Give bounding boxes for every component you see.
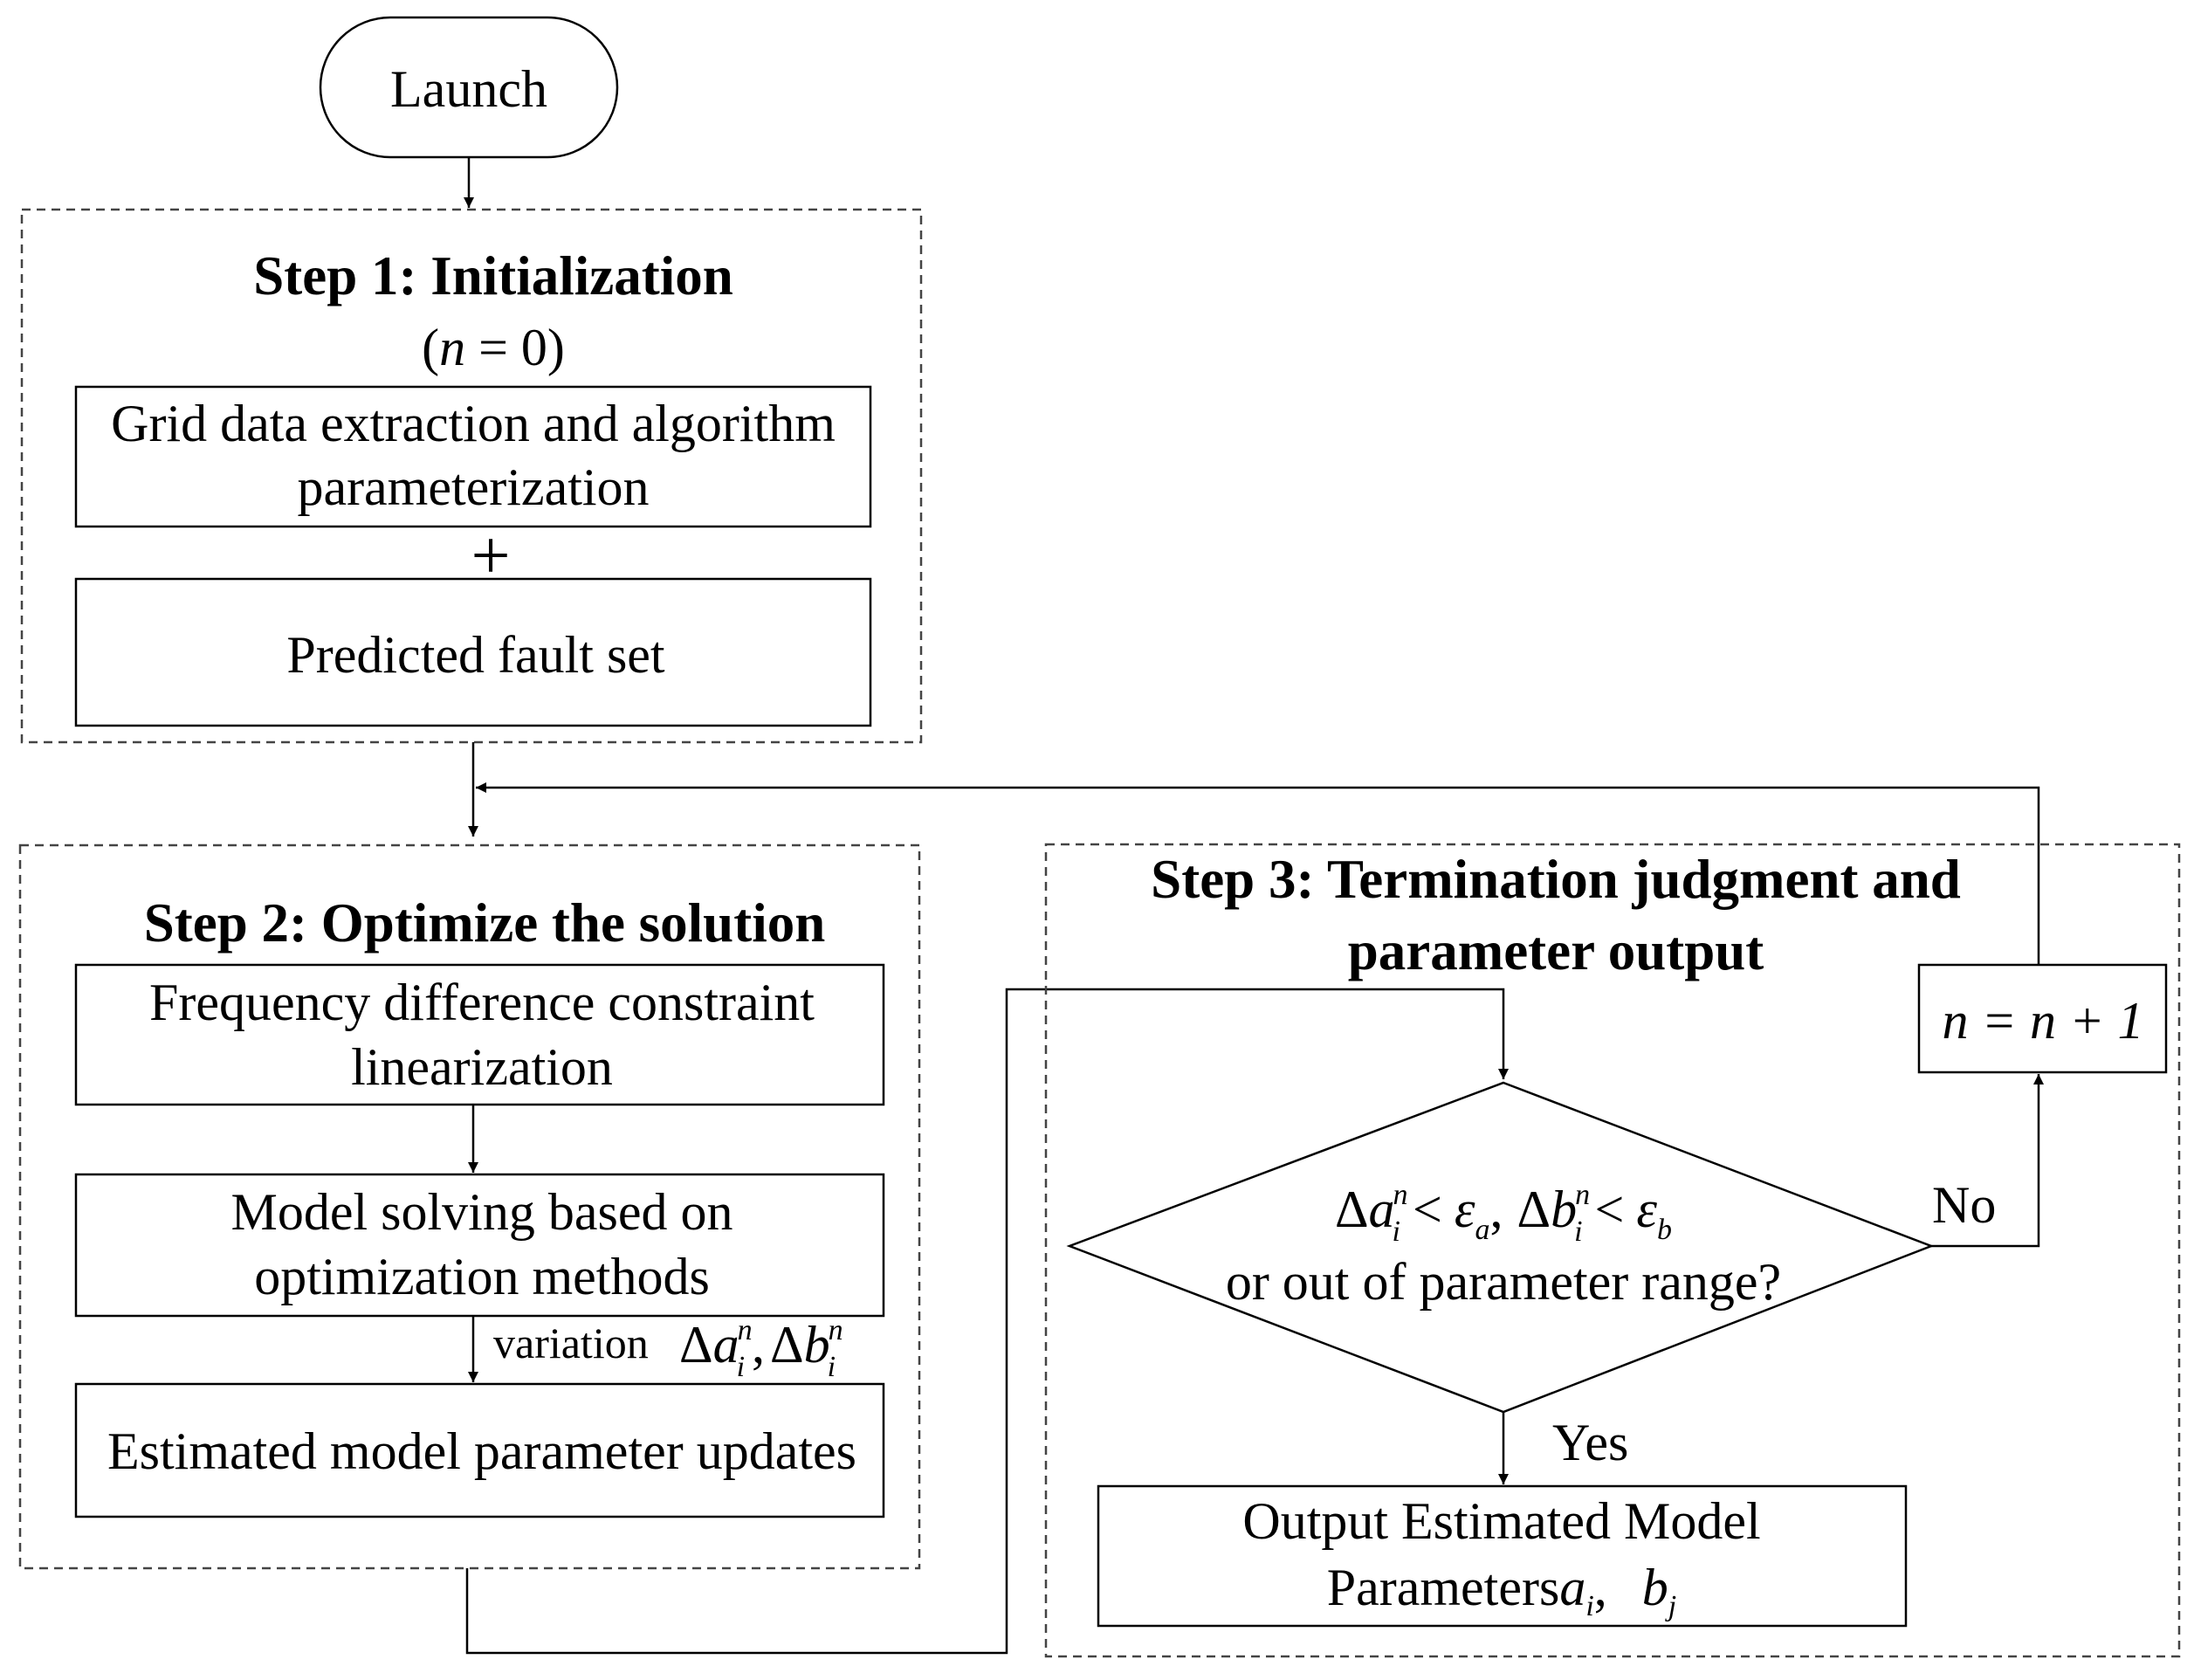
- step3-title-line1: Step 3: Termination judgment and: [1151, 849, 1961, 910]
- step1-grid-data-line2: parameterization: [297, 458, 649, 516]
- step1-fault-set-box: [74, 577, 872, 727]
- step2-model-solving-line1: Model solving based on: [231, 1183, 733, 1241]
- increment-label: n = n + 1: [1943, 992, 2144, 1050]
- decision-line2: or out of parameter range?: [1226, 1253, 1781, 1311]
- step2-linearization-box: [74, 963, 885, 1106]
- output-line2: Parametersai,bj: [1327, 1559, 1676, 1622]
- output-line1: Output Estimated Model: [1242, 1492, 1760, 1550]
- step2-updates-box: [74, 1382, 885, 1518]
- step3-title-line2: parameter output: [1348, 920, 1764, 981]
- increment-box: [1917, 963, 2168, 1074]
- step2-linearization-line2: linearization: [351, 1038, 613, 1096]
- step1-init-condition: (n = 0): [422, 319, 565, 376]
- variation-label: variation: [493, 1319, 649, 1367]
- output-box: [1097, 1484, 1908, 1628]
- step3-group: [1044, 843, 2181, 1658]
- step1-grid-data-line1: Grid data extraction and algorithm: [111, 395, 836, 452]
- step1-fault-set-label: Predicted fault set: [286, 626, 665, 684]
- arrow-loop-back: [476, 782, 2040, 965]
- step2-model-solving-line2: optimization methods: [254, 1248, 710, 1305]
- arrow-no-to-increment: [1931, 1074, 2044, 1248]
- step2-title: Step 2: Optimize the solution: [144, 892, 826, 954]
- start-label: Launch: [390, 60, 547, 118]
- connector-step2-to-decision: [465, 988, 1509, 1655]
- step2-group: [18, 843, 921, 1570]
- step2-linearization-line1: Frequency difference constraint: [149, 974, 815, 1031]
- step1-grid-data-box: [74, 385, 872, 528]
- step1-group: [20, 208, 923, 744]
- no-label: No: [1932, 1176, 1996, 1234]
- step1-title: Step 1: Initialization: [253, 245, 733, 306]
- termination-decision: [1066, 1081, 1935, 1414]
- step2-model-solving-box: [74, 1173, 885, 1318]
- step2-updates-label: Estimated model parameter updates: [107, 1422, 856, 1480]
- yes-label: Yes: [1552, 1414, 1628, 1471]
